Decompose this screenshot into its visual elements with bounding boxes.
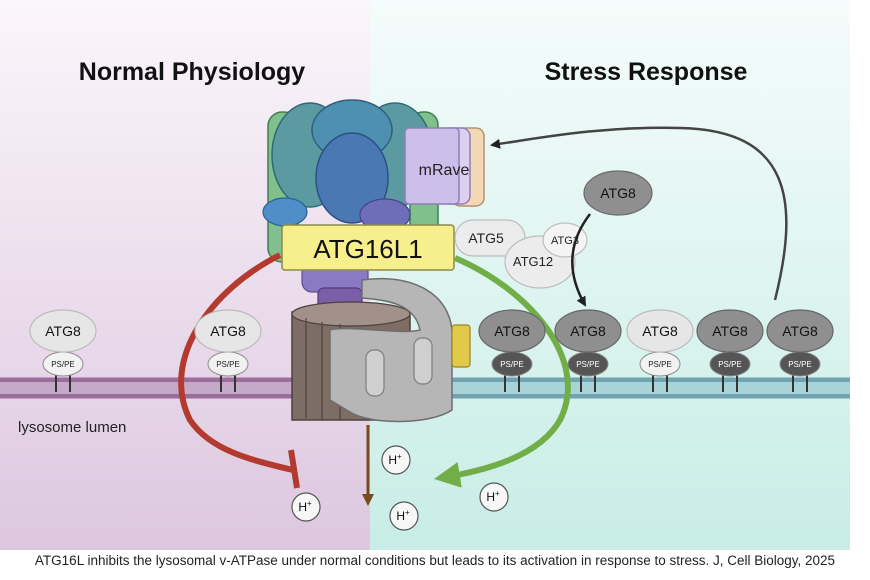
atg8-node <box>554 309 622 353</box>
activation-arrow <box>434 255 571 488</box>
atg3-label: ATG3 <box>551 235 579 247</box>
atg8-label: ATG8 <box>782 323 818 339</box>
atg8-lipid-group: PS/PEATG8PS/PEATG8PS/PEATG8PS/PEATG8PS/P… <box>29 309 834 392</box>
atg8-lipid-unit: PS/PE ATG8 <box>29 309 97 392</box>
membrane-accessory <box>451 324 471 368</box>
ps-pe-label: PS/PE <box>648 360 672 369</box>
ps-pe-label: PS/PE <box>500 360 524 369</box>
atg8-label: ATG8 <box>494 323 530 339</box>
atg8-node <box>194 309 262 353</box>
lysosome-lumen-label: lysosome lumen <box>18 419 126 436</box>
atg8-node <box>766 309 834 353</box>
free-atg8-label: ATG8 <box>600 185 636 201</box>
atg8-label: ATG8 <box>642 323 678 339</box>
inhibition-arrow <box>178 252 300 489</box>
free-atg8: ATG8 <box>583 170 653 216</box>
atg8-lipid-unit: PS/PE ATG8 <box>194 309 262 392</box>
recycle-arrow <box>490 126 788 301</box>
lipidation-arrow <box>571 213 591 307</box>
atg8-node <box>626 309 694 353</box>
diagram-svg: Normal Physiology Stress Response lysoso… <box>0 0 850 550</box>
mrave-label: mRave <box>419 162 470 179</box>
atg12-label: ATG12 <box>513 254 553 269</box>
ps-pe-label: PS/PE <box>788 360 812 369</box>
ps-pe-label: PS/PE <box>216 360 240 369</box>
atg8-node <box>478 309 546 353</box>
figure-caption: ATG16L inhibits the lysosomal v-ATPase u… <box>34 553 836 568</box>
atg5-label: ATG5 <box>468 230 504 246</box>
proton-h-plus: H+ <box>479 482 509 512</box>
ps-pe-label: PS/PE <box>51 360 75 369</box>
atg8-node <box>696 309 764 353</box>
a-subunit <box>329 277 453 423</box>
right-panel-background <box>370 0 850 550</box>
vo-ring-top <box>291 301 411 327</box>
atg8-lipid-unit: PS/PE ATG8 <box>554 309 622 392</box>
atg8-label: ATG8 <box>712 323 748 339</box>
atg8-node <box>29 309 97 353</box>
proton-h-plus: H+ <box>389 501 419 531</box>
proton-h-plus: H+ <box>381 445 411 475</box>
atg5-atg12-atg3-complex: ATG5 ATG12 ATG3 <box>454 219 588 289</box>
atg8-lipid-unit: PS/PE ATG8 <box>478 309 546 392</box>
lysosome-membrane-right <box>440 377 850 399</box>
atg8-lipid-unit: PS/PE ATG8 <box>696 309 764 392</box>
atg8-label: ATG8 <box>45 323 81 339</box>
atg8-label: ATG8 <box>570 323 606 339</box>
atg3-node <box>542 222 588 258</box>
atg8-lipid-unit: PS/PE ATG8 <box>626 309 694 392</box>
atg8-label: ATG8 <box>210 323 246 339</box>
left-panel-title: Normal Physiology <box>79 58 306 86</box>
ps-pe-label: PS/PE <box>718 360 742 369</box>
atg16l1-box: ATG16L1 <box>281 224 455 271</box>
lysosome-membrane-left <box>0 377 300 399</box>
proton-group: H+ H+ H+ H+ <box>291 445 509 531</box>
mrave-complex: mRave <box>404 127 485 207</box>
atg16l1-label: ATG16L1 <box>313 234 422 264</box>
proton-h-plus: H+ <box>291 492 321 522</box>
v1-subunit <box>262 197 308 227</box>
ps-pe-label: PS/PE <box>576 360 600 369</box>
atg8-lipid-unit: PS/PE ATG8 <box>766 309 834 392</box>
right-panel-title: Stress Response <box>545 58 748 86</box>
v1-central-subunit <box>315 132 389 224</box>
